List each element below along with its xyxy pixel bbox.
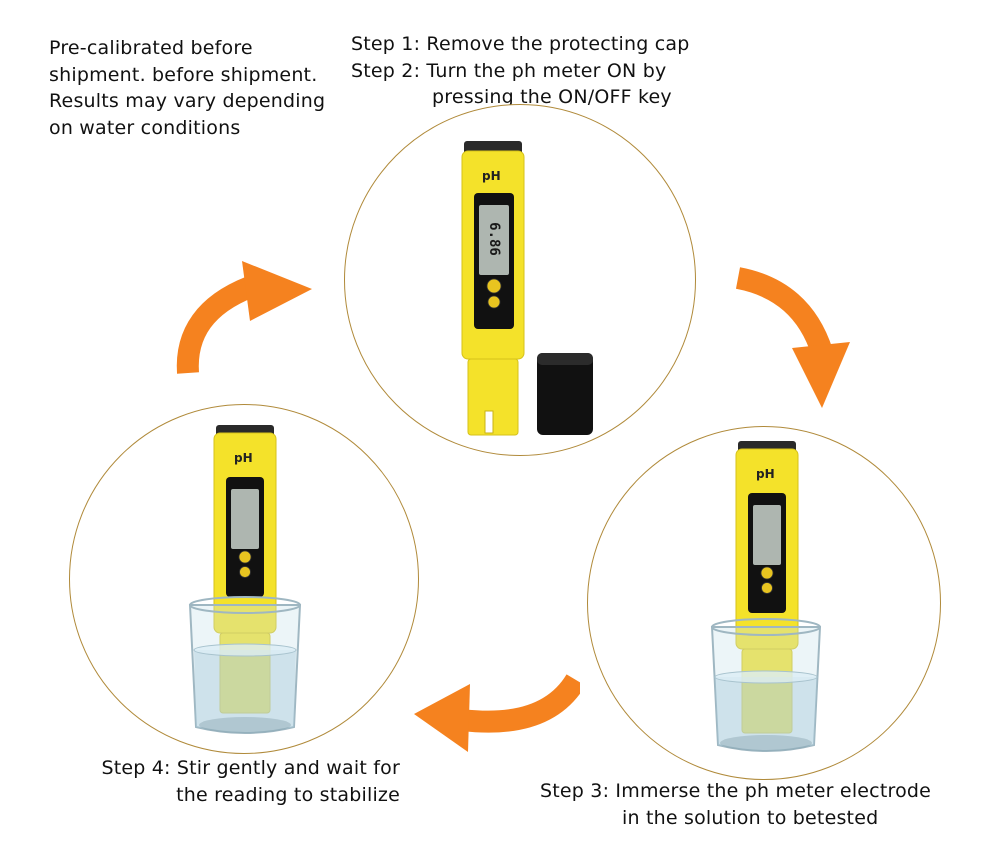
- step-3-text: Step 3: Immerse the ph meter electrode i…: [540, 778, 931, 831]
- meter-ph-label: pH: [234, 451, 253, 465]
- step-2-text-line-1: Step 2: Turn the ph meter ON by: [351, 59, 667, 82]
- note-line-3: Results may vary depending: [49, 90, 326, 112]
- note-line-1: Pre-calibrated before: [49, 37, 253, 59]
- step-2-text-line-2: pressing the ON/OFF key: [432, 86, 672, 108]
- step-4-circle: pH: [69, 404, 419, 754]
- meter-in-glass-illustration: [188, 425, 302, 734]
- note-line-2: shipment. before shipment.: [49, 63, 318, 86]
- note-line-4: on water conditions: [49, 116, 241, 139]
- arrow-left-icon: [414, 673, 580, 752]
- step-3-circle: pH: [587, 426, 941, 780]
- step-1-text: Step 1: Remove the protecting cap: [351, 33, 690, 55]
- step-4-text-line-2: the reading to stabilize: [176, 783, 400, 806]
- top-steps: Step 1: Remove the protecting cap Step 2…: [351, 31, 689, 111]
- meter-immersed-illustration: [710, 441, 822, 752]
- step-4-text-line-1: Step 4: Stir gently and wait for: [101, 757, 400, 779]
- meter-ph-label: pH: [482, 169, 501, 183]
- meter-with-cap-illustration: [461, 141, 593, 436]
- step-4-text: Step 4: Stir gently and wait for the rea…: [80, 755, 400, 808]
- step-3-text-line-1: Step 3: Immerse the ph meter electrode: [540, 780, 932, 802]
- calibration-note: Pre-calibrated before shipment. before s…: [49, 35, 325, 141]
- meter-ph-label: pH: [756, 467, 775, 481]
- step-3-text-line-2: in the solution to betested: [622, 806, 879, 829]
- step-1-2-circle: pH 6.86: [344, 104, 696, 456]
- arrow-up-right-icon: [176, 261, 312, 374]
- meter-reading: 6.86: [486, 222, 502, 256]
- arrow-down-right-icon: [735, 267, 850, 408]
